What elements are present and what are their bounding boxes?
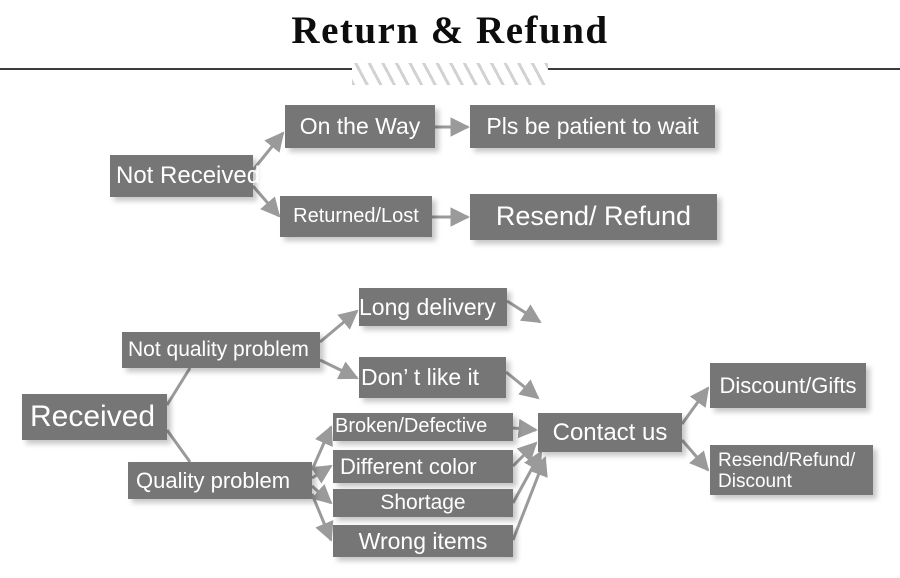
edge-not-quality-to-dont-like-it (319, 358, 359, 380)
node-received: Received (22, 394, 167, 440)
node-pls_be_patient: Pls be patient to wait (470, 105, 715, 148)
hatched-divider-icon (352, 63, 548, 85)
edge-received-to-quality (165, 429, 192, 463)
title-divider (0, 63, 900, 85)
edge-not-quality-to-long-delivery (319, 309, 359, 344)
edge-contact-us-to-resend-refund-discount (680, 439, 710, 472)
node-contact_us: Contact us (538, 413, 682, 452)
node-wrong_items: Wrong items (333, 525, 513, 557)
edge-different-color-to-contact-us (511, 441, 538, 468)
node-shortage: Shortage (333, 489, 513, 517)
edge-quality-to-different-color (310, 464, 333, 484)
edge-broken-defective-to-contact-us (512, 418, 538, 439)
node-long_delivery: Long delivery (359, 288, 507, 326)
edge-quality-to-wrong-items (310, 493, 334, 542)
node-not_quality: Not quality problem (122, 332, 320, 368)
edge-wrong-items-to-contact-us (511, 456, 548, 541)
edge-dont-like-it-to-contact-us (505, 370, 540, 400)
node-resend_refund: Resend/ Refund (470, 194, 717, 240)
edge-quality-to-shortage (310, 484, 333, 505)
edge-contact-us-to-discount-gifts (680, 386, 710, 425)
node-not_received: Not Received (110, 155, 260, 197)
page-title: Return & Refund (291, 9, 609, 52)
node-different_color: Different color (333, 450, 513, 483)
edge-quality-to-broken-defective (310, 425, 333, 471)
edge-shortage-to-contact-us (511, 450, 543, 504)
node-broken_defective: Broken/Defective (333, 413, 513, 441)
edge-long-delivery-to-contact-us (506, 299, 542, 324)
edge-not-received-to-returned-lost (251, 185, 281, 218)
node-resend_refund_discount: Resend/Refund/Discount (710, 445, 873, 495)
divider-rule-right (548, 68, 900, 70)
node-quality: Quality problem (128, 462, 312, 499)
edge-received-to-not-quality (165, 367, 192, 406)
node-discount_gifts: Discount/Gifts (710, 363, 866, 408)
node-on_the_way: On the Way (285, 105, 435, 148)
node-returned_lost: Returned/Lost (280, 196, 432, 237)
divider-rule-left (0, 68, 352, 70)
node-dont_like_it: Don’ t like it (359, 357, 506, 398)
